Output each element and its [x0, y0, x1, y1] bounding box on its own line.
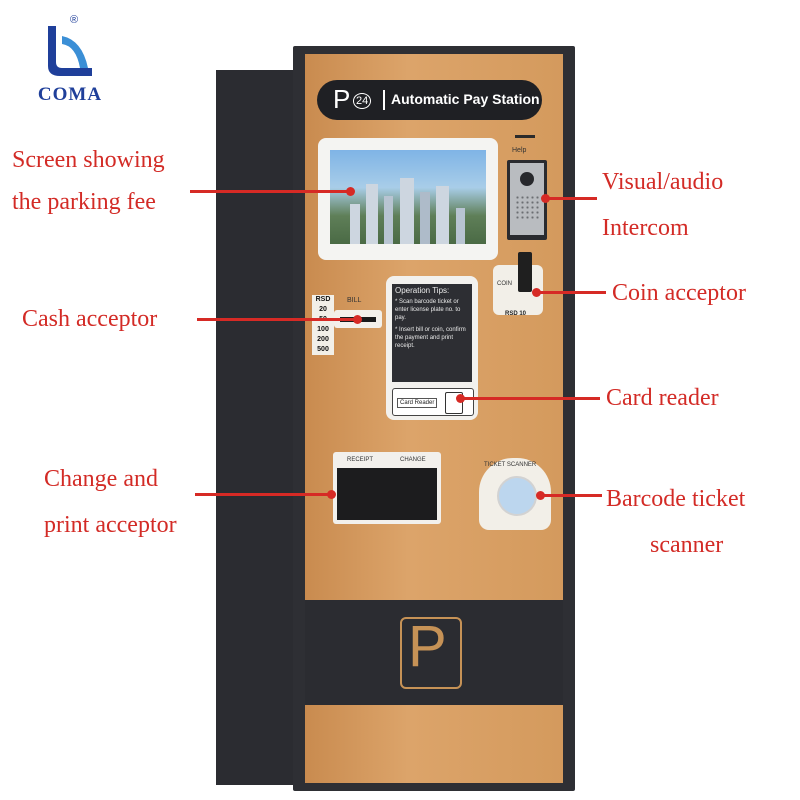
callout-dot-card [456, 394, 465, 403]
callout-barcode-line1: Barcode ticket [606, 486, 746, 512]
callout-coin-line1: Coin acceptor [612, 280, 746, 306]
building-6 [436, 186, 449, 244]
building-5 [420, 192, 430, 244]
bill-label: BILL [347, 297, 362, 304]
building-3 [384, 196, 393, 244]
building-2 [366, 184, 378, 244]
change-receipt-slot[interactable] [337, 468, 437, 520]
callout-barcode-line2: scanner [650, 532, 724, 558]
callout-change-line2: print acceptor [44, 512, 177, 538]
operation-tips-panel: Operation Tips: * Scan barcode ticket or… [392, 284, 472, 382]
callout-intercom-line1: Visual/audio [602, 169, 724, 195]
coma-logo: ® COMA [16, 14, 126, 105]
callout-change-line1: Change and [44, 466, 158, 492]
callout-intercom-line2: Intercom [602, 215, 689, 241]
barcode-scanner-lens[interactable] [497, 476, 537, 516]
change-label: CHANGE [400, 457, 426, 463]
callout-coin: Coin acceptor [612, 276, 746, 310]
header-separator [383, 90, 385, 110]
callout-dot-change [327, 490, 336, 499]
callout-line-cash [197, 318, 357, 321]
coma-logo-mark-icon [48, 26, 92, 76]
callout-barcode: Barcode ticket scanner [606, 482, 745, 562]
parking-sign-letter: P [408, 614, 447, 679]
bill-denomination: 20 [319, 306, 327, 313]
callout-dot-screen [346, 187, 355, 196]
callout-screen-line1: Screen showing [12, 147, 165, 173]
callout-line-change [195, 493, 331, 496]
speaker-grill [515, 195, 539, 219]
callout-dot-barcode [536, 491, 545, 500]
bill-denomination: RSD [315, 296, 331, 303]
scanner-label: TICKET SCANNER [484, 462, 537, 468]
logo-brand-text: COMA [37, 84, 103, 105]
callout-line-coin [536, 291, 606, 294]
receipt-label: RECEIPT [347, 457, 374, 463]
callout-dot-cash [353, 315, 362, 324]
callout-card: Card reader [606, 381, 719, 415]
callout-line-intercom [545, 197, 597, 200]
callout-cash-line1: Cash acceptor [22, 306, 158, 332]
registered-mark: ® [70, 14, 79, 26]
machine-header: P 24 Automatic Pay Station [317, 80, 542, 120]
header-title: Automatic Pay Station [391, 91, 540, 107]
bill-denominations: RSD 20 50 100 200 500 [312, 295, 334, 355]
callout-cash: Cash acceptor [22, 302, 157, 336]
callout-card-line1: Card reader [606, 385, 719, 411]
header-24-badge: 24 [353, 93, 372, 109]
bill-denomination: 500 [317, 346, 329, 353]
callout-line-barcode [540, 494, 602, 497]
coin-slot[interactable] [518, 252, 532, 292]
help-speaker-slot [515, 135, 535, 138]
contactless-card-icon [445, 392, 463, 414]
card-reader[interactable]: Card Reader [392, 388, 474, 416]
display-screen [330, 150, 486, 244]
coin-label: COIN [497, 281, 512, 287]
header-p-letter: P [333, 84, 351, 114]
bill-denomination: 200 [317, 336, 329, 343]
callout-intercom: Visual/audio Intercom [602, 165, 723, 245]
building-1 [350, 204, 360, 244]
building-7 [456, 208, 465, 244]
building-4 [400, 178, 414, 244]
help-label: Help [512, 147, 527, 154]
machine-side [216, 70, 306, 785]
tips-title: Operation Tips: [395, 286, 450, 295]
coin-value-label: RSD 10 [505, 311, 527, 317]
callout-screen-line2: the parking fee [12, 189, 156, 215]
tips-line: * Scan barcode ticket or enter license p… [395, 299, 461, 321]
callout-line-card [460, 397, 600, 400]
callout-screen: Screen showing the parking fee [12, 143, 165, 219]
parking-sign: P [400, 614, 462, 689]
bill-denomination: 100 [317, 326, 329, 333]
callout-dot-coin [532, 288, 541, 297]
callout-line-screen [190, 190, 350, 193]
tips-line: * Insert bill or coin, confirm the payme… [395, 327, 466, 349]
camera-icon [520, 172, 534, 186]
card-reader-label: Card Reader [397, 398, 438, 408]
callout-change: Change and print acceptor [44, 462, 177, 542]
callout-dot-intercom [541, 194, 550, 203]
